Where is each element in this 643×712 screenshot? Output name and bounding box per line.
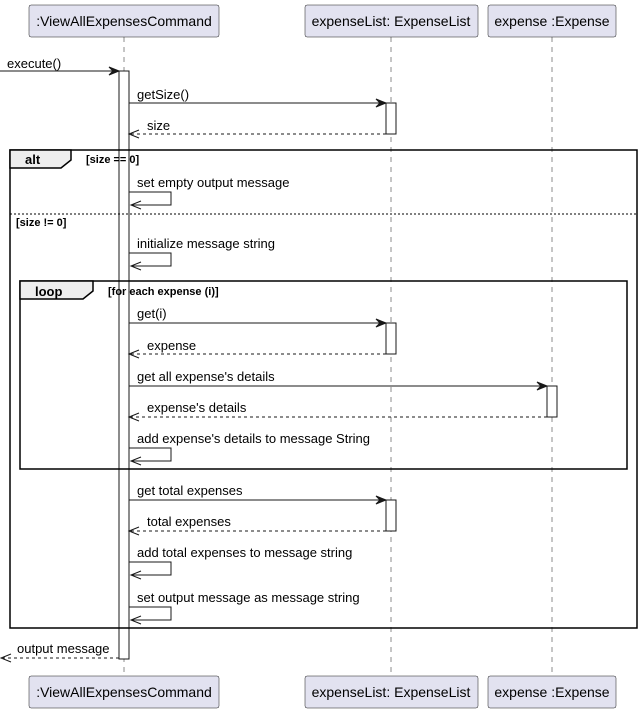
participant-expense-list-bottom: expenseList: ExpenseList bbox=[304, 675, 479, 709]
message-get-details: get all expense's details bbox=[129, 369, 549, 391]
message-add-details: add expense's details to message String bbox=[129, 431, 370, 466]
participant-expense-bottom: expense :Expense bbox=[487, 675, 617, 709]
message-size-return: size bbox=[127, 118, 386, 139]
message-details-return: expense's details bbox=[127, 400, 547, 422]
participant-command-bottom: :ViewAllExpensesCommand bbox=[28, 675, 220, 709]
loop-guard: [for each expense (i)] bbox=[108, 286, 219, 298]
message-output-label: output message bbox=[17, 641, 110, 656]
alt-frame: alt [size == 0] [size != 0] bbox=[9, 149, 638, 629]
participant-command-top: :ViewAllExpensesCommand bbox=[28, 4, 220, 38]
activation-list-getsize bbox=[385, 102, 397, 135]
message-get-details-label: get all expense's details bbox=[137, 369, 275, 384]
message-size-label: size bbox=[147, 118, 170, 133]
message-get-i-label: get(i) bbox=[137, 306, 167, 321]
activation-expense-details bbox=[546, 385, 558, 418]
participant-command-label-bottom: :ViewAllExpensesCommand bbox=[36, 684, 212, 700]
message-add-total: add total expenses to message string bbox=[129, 545, 352, 580]
message-total-return: total expenses bbox=[127, 514, 386, 536]
participant-expense-list-label: expenseList: ExpenseList bbox=[312, 13, 471, 29]
participant-expense-list-label-bottom: expenseList: ExpenseList bbox=[312, 684, 471, 700]
message-set-output: set output message as message string bbox=[129, 590, 360, 625]
message-get-size-label: getSize() bbox=[137, 87, 189, 102]
loop-frame-label: loop bbox=[35, 284, 62, 299]
alt-guard-2: [size != 0] bbox=[16, 217, 67, 229]
message-execute: execute() bbox=[0, 56, 121, 76]
message-total-label: total expenses bbox=[147, 514, 231, 529]
message-add-total-label: add total expenses to message string bbox=[137, 545, 352, 560]
alt-frame-label: alt bbox=[25, 152, 41, 167]
message-expense-return: expense bbox=[127, 338, 386, 359]
message-get-i: get(i) bbox=[129, 306, 388, 328]
message-add-details-label: add expense's details to message String bbox=[137, 431, 370, 446]
message-init-msg-label: initialize message string bbox=[137, 236, 275, 251]
message-set-empty: set empty output message bbox=[129, 175, 289, 210]
participant-expense-top: expense :Expense bbox=[487, 4, 617, 38]
activation-list-total bbox=[385, 499, 397, 532]
message-set-output-label: set output message as message string bbox=[137, 590, 360, 605]
participant-expense-label: expense :Expense bbox=[494, 13, 609, 29]
message-output-return: output message bbox=[0, 641, 119, 663]
alt-guard-1: [size == 0] bbox=[86, 154, 140, 166]
message-get-total-label: get total expenses bbox=[137, 483, 243, 498]
participant-expense-label-bottom: expense :Expense bbox=[494, 684, 609, 700]
message-expense-label: expense bbox=[147, 338, 196, 353]
participant-expense-list-top: expenseList: ExpenseList bbox=[304, 4, 479, 38]
loop-frame: loop [for each expense (i)] bbox=[19, 280, 628, 470]
message-init-msg: initialize message string bbox=[129, 236, 275, 271]
message-get-total: get total expenses bbox=[129, 483, 388, 505]
activation-list-get bbox=[385, 322, 397, 355]
activation-command bbox=[118, 70, 130, 660]
message-details-label: expense's details bbox=[147, 400, 247, 415]
message-execute-label: execute() bbox=[7, 56, 61, 71]
message-set-empty-label: set empty output message bbox=[137, 175, 289, 190]
message-get-size: getSize() bbox=[129, 87, 388, 108]
participant-command-label: :ViewAllExpensesCommand bbox=[36, 13, 212, 29]
